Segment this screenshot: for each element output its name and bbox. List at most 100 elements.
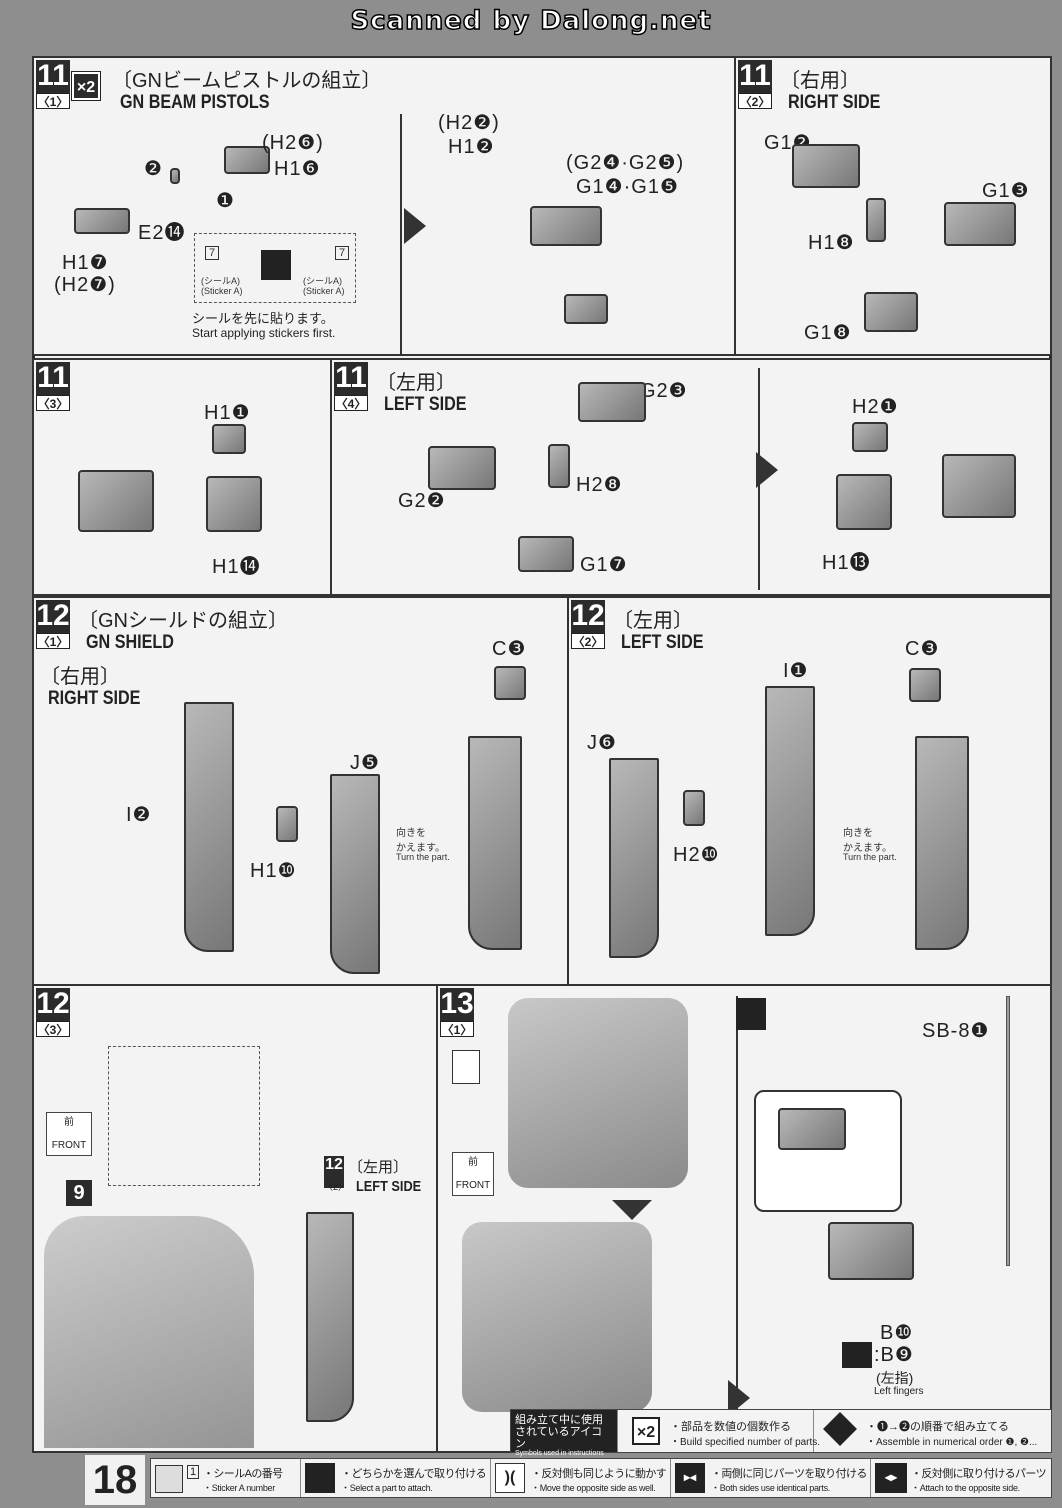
- fingers-label-en: Left fingers: [874, 1386, 924, 1397]
- part-j5: [330, 774, 380, 974]
- page-number: 18: [85, 1455, 145, 1505]
- torso-image-bottom: [462, 1222, 652, 1412]
- part-label: (G2❹·G2❺): [566, 152, 685, 174]
- turn-note-jp: 向きを かえます。: [843, 828, 892, 854]
- part-pistol: [530, 206, 602, 246]
- x2-badge: ×2: [71, 71, 101, 101]
- turn-note-en: Turn the part.: [396, 852, 450, 862]
- legend-text-en: ・Attach to the opposite side.: [911, 1483, 1020, 1493]
- fingers-label-jp: (左指): [876, 1370, 914, 1386]
- next-arrow-icon: [404, 208, 426, 244]
- turn-note-jp: 向きを かえます。: [396, 828, 445, 854]
- part-label: (H2❻): [262, 132, 324, 154]
- part-label: H1⓮: [212, 556, 261, 578]
- part-hand: [828, 1222, 914, 1280]
- order-2-icon: ❷: [144, 158, 162, 180]
- legend-text-jp: ・反対側も同じように動かす: [531, 1468, 667, 1480]
- step-number: 11〈4〉: [334, 361, 368, 411]
- sticker-label-en: (Sticker A): [201, 286, 243, 296]
- detail-box: [108, 1046, 260, 1186]
- select-part-icon: [261, 250, 291, 280]
- step-title-jp: 〔GNビームピストルの組立〕: [112, 70, 382, 92]
- both-sides-icon: [736, 998, 766, 1030]
- part-e2-14: [170, 168, 180, 184]
- turn-note-en: Turn the part.: [843, 852, 897, 862]
- part-label: H2❶: [852, 396, 899, 418]
- part-label: H1⓭: [822, 552, 871, 574]
- part-h2-8: [548, 444, 570, 488]
- part-j6: [609, 758, 659, 958]
- x2-icon: ×2: [632, 1417, 660, 1445]
- opposite-side-icon: [842, 1342, 872, 1368]
- part-label: H1❻: [274, 158, 321, 180]
- part-shield: [468, 736, 522, 950]
- part-label: G1❸: [982, 180, 1030, 202]
- part-label: H1❷: [448, 136, 495, 158]
- step-12-3-panel: 12〈3〉 前 FRONT 9 12 〈2〉 〔左用〕 LEFT SIDE: [32, 984, 438, 1453]
- step-number: 11〈1〉: [36, 59, 70, 109]
- step-11-2-panel: 11〈2〉 〔右用〕 RIGHT SIDE G1❷ G1❸ H1❽ G1❽: [734, 56, 1052, 356]
- part-label: G1❽: [804, 322, 852, 344]
- legend-text-jp: ・❶→❷の順番で組み立てる: [866, 1421, 1009, 1433]
- part-g2-3: [578, 382, 646, 422]
- step-number: 11〈3〉: [36, 361, 70, 411]
- part-label: I❷: [126, 804, 152, 826]
- part-label: C❸: [492, 638, 527, 660]
- part-i2: [184, 702, 234, 952]
- part-h1-1: [212, 424, 246, 454]
- step-title-en: GN SHIELD: [86, 632, 174, 653]
- part-body: [78, 470, 154, 532]
- part-g1-2: [792, 144, 860, 188]
- part-label: G2❸: [640, 380, 688, 402]
- legend-text-en: ・Select a part to attach.: [341, 1483, 433, 1493]
- sticker-note-en: Start applying stickers first.: [192, 326, 336, 340]
- sticker-icon: [155, 1465, 183, 1493]
- part-label: (H2❼): [54, 274, 116, 296]
- part-h2-10: [683, 790, 705, 826]
- part-shield: [306, 1212, 354, 1422]
- legend-text-jp: ・シールAの番号: [203, 1468, 283, 1480]
- step-13-1-panel: 13〈1〉 前 FRONT SB-8❶ B❿ :B❾ (左指) Left fin…: [436, 984, 1052, 1453]
- down-arrow-icon: [612, 1200, 652, 1220]
- order-diamond-icon: [823, 1412, 857, 1446]
- part-label: C❸: [905, 638, 940, 660]
- part-label: I❶: [783, 660, 809, 682]
- legend-text-en: ・Both sides use identical parts.: [711, 1483, 830, 1493]
- front-icon: 前 FRONT: [452, 1152, 494, 1196]
- mirror-move-icon: [452, 1050, 480, 1084]
- part-label: H2❿: [673, 844, 720, 866]
- ref-step-sub: 〈2〉: [324, 1182, 348, 1192]
- part-label: B❿: [880, 1322, 914, 1344]
- part-label: H1❽: [808, 232, 855, 254]
- part-g2-2: [428, 446, 496, 490]
- part-label: H2❽: [576, 474, 623, 496]
- ref-title-jp: 〔左用〕: [348, 1159, 409, 1176]
- step-title-en: LEFT SIDE: [384, 394, 467, 415]
- mirror-move-icon: )(: [495, 1463, 525, 1493]
- sticker-number: 1: [187, 1465, 200, 1479]
- sticker-box: 7 (シールA) (Sticker A) 7 (シールA) (Sticker A…: [194, 233, 356, 303]
- part-h1-8: [866, 198, 886, 242]
- legend-title-jp: 組み立て中に使用されているアイコン: [515, 1414, 603, 1450]
- part-c3: [909, 668, 941, 702]
- next-arrow-icon: [756, 452, 778, 488]
- part-label: SB-8❶: [922, 1020, 990, 1042]
- ref-step-num: 12: [324, 1156, 344, 1188]
- front-label-jp: 前: [64, 1117, 74, 1128]
- legend-text-en: ・Move the opposite side as well.: [531, 1483, 656, 1493]
- torso-image-top: [508, 998, 688, 1188]
- front-label-jp: 前: [468, 1157, 478, 1168]
- step-title-jp: 〔左用〕: [613, 610, 693, 632]
- part-h2-6: [224, 146, 270, 174]
- legend-text-en: ・Sticker A number: [203, 1483, 275, 1493]
- part-label: G1❹·G1❺: [576, 176, 679, 198]
- watermark: Scanned by Dalong.net: [350, 5, 712, 37]
- part-label: G2❷: [398, 490, 446, 512]
- ref-title-en: LEFT SIDE: [356, 1178, 422, 1195]
- step-12-1-panel: 12〈1〉 〔GNシールドの組立〕 GN SHIELD 〔右用〕 RIGHT S…: [32, 596, 569, 986]
- step-title-jp: 〔GNシールドの組立〕: [78, 610, 288, 632]
- part-g1-3: [944, 202, 1016, 246]
- part-label: :B❾: [874, 1344, 914, 1366]
- opposite-side-icon: ◂▸: [875, 1463, 907, 1493]
- step-title-en: GN BEAM PISTOLS: [120, 92, 270, 113]
